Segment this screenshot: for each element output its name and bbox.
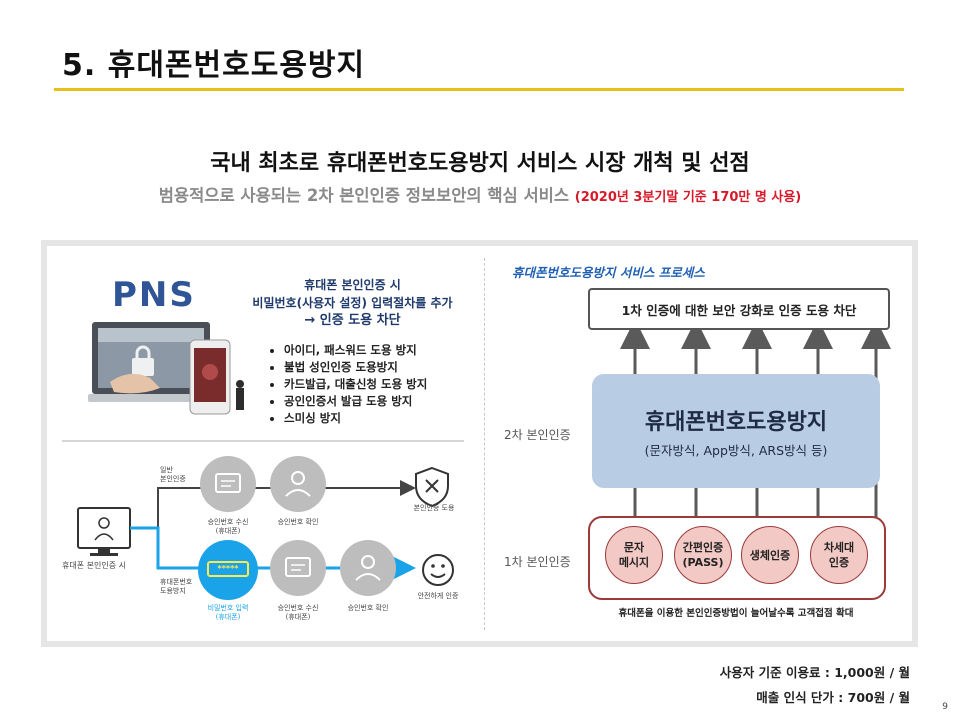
list-item: 불법 성인인증 도용방지 bbox=[284, 359, 427, 376]
process-footer: 휴대폰을 이용한 본인인증방법이 늘어날수록 고객접점 확대 bbox=[618, 608, 854, 619]
caption-line: 비밀번호 입력 bbox=[207, 604, 249, 612]
caption-line: 승인번호 수신 bbox=[207, 518, 249, 526]
laptop-base bbox=[88, 394, 218, 402]
method-line1: 간편인증 bbox=[682, 541, 724, 554]
second-auth-label: 2차 본인인증 bbox=[504, 428, 571, 442]
caption-line: (휴대폰) bbox=[285, 613, 311, 621]
service-box: 휴대폰번호도용방지 (문자방식, App방식, ARS방식 등) bbox=[592, 374, 880, 488]
monitor-icon bbox=[77, 507, 131, 556]
top-goal-box: 1차 인증에 대한 보안 강화로 인증 도용 차단 bbox=[588, 288, 890, 330]
sms-icon bbox=[270, 540, 326, 596]
section-divider bbox=[62, 440, 464, 442]
sms-icon bbox=[200, 456, 256, 512]
top-result-caption: 본인인증 도용 bbox=[413, 504, 455, 512]
top-goal-text: 1차 인증에 대한 보안 강화로 인증 도용 차단 bbox=[621, 302, 857, 318]
method-line1: 생체인증 bbox=[749, 548, 791, 562]
subline: 범용적으로 사용되는 2차 본인인증 정보보안의 핵심 서비스 (2020년 3… bbox=[0, 182, 960, 206]
branch-bottom-label: 휴대폰번호 도용방지 bbox=[160, 578, 192, 596]
slide-title: 5. 휴대폰번호도용방지 bbox=[62, 48, 366, 83]
page-number: 9 bbox=[942, 702, 948, 712]
bottom-step3-caption: 승인번호 확인 bbox=[347, 604, 389, 612]
branch-bottom-line2: 도용방지 bbox=[160, 587, 186, 595]
bottom-connector bbox=[130, 526, 200, 570]
list-item: 아이디, 패스워드 도용 방지 bbox=[284, 342, 427, 359]
method-line2: 메시지 bbox=[618, 556, 650, 569]
process-title: 휴대폰번호도용방지 서비스 프로세스 bbox=[512, 265, 705, 280]
hand bbox=[110, 373, 160, 394]
method-biometric: 생체인증 bbox=[741, 526, 799, 584]
lock-icon bbox=[132, 358, 154, 376]
service-box-subtitle: (문자방식, App방식, ARS방식 등) bbox=[644, 443, 828, 458]
first-auth-label: 1차 본인인증 bbox=[504, 555, 571, 569]
callout-line1: 휴대폰 본인인증 시 bbox=[304, 278, 401, 292]
list-item: 공인인증서 발급 도용 방지 bbox=[284, 393, 427, 410]
device-illustration bbox=[88, 322, 244, 415]
panel-divider bbox=[484, 258, 485, 630]
pricing-unit-revenue: 매출 인식 단가 : 700원 / 월 bbox=[756, 690, 910, 705]
method-next-gen: 차세대 인증 bbox=[810, 526, 868, 584]
bottom-step2-caption: 승인번호 수신 (휴대폰) bbox=[266, 604, 330, 622]
pns-logo: PNS bbox=[112, 275, 196, 315]
smile-icon bbox=[422, 554, 454, 586]
bottom-result-caption: 안전하게 인증 bbox=[417, 592, 459, 600]
bottom-step1-caption: 비밀번호 입력 (휴대폰) bbox=[196, 604, 260, 622]
top-connector bbox=[130, 487, 200, 529]
pricing-user-fee: 사용자 기준 이용료 : 1,000원 / 월 bbox=[719, 665, 910, 680]
caption-line: 승인번호 수신 bbox=[277, 604, 319, 612]
top-step2-caption: 승인번호 확인 bbox=[277, 518, 319, 526]
branch-top-line1: 일반 bbox=[160, 466, 173, 474]
title-underline bbox=[54, 88, 904, 91]
method-line2: 인증 bbox=[828, 556, 850, 569]
callout-line2: 비밀번호(사용자 설정) 입력절차를 추가 bbox=[252, 296, 453, 310]
feature-list: 아이디, 패스워드 도용 방지 불법 성인인증 도용방지 카드발급, 대출신청 … bbox=[270, 342, 427, 427]
method-line2: (PASS) bbox=[682, 556, 724, 569]
caption-line: (휴대폰) bbox=[215, 527, 241, 535]
headline: 국내 최초로 휴대폰번호도용방지 서비스 시장 개척 및 선점 bbox=[210, 151, 750, 176]
flow-start-label: 휴대폰 본인인증 시 bbox=[62, 561, 126, 570]
password-icon bbox=[198, 540, 258, 600]
list-item: 카드발급, 대출신청 도용 방지 bbox=[284, 376, 427, 393]
callout-line3: → 인증 도용 차단 bbox=[304, 313, 401, 328]
person-figure bbox=[236, 388, 244, 410]
method-line1: 문자 bbox=[623, 541, 645, 554]
method-line1: 차세대 bbox=[823, 541, 855, 554]
branch-top-line2: 본인인증 bbox=[160, 475, 186, 483]
list-item: 스미싱 방지 bbox=[284, 410, 427, 427]
branch-bottom-line1: 휴대폰번호 bbox=[160, 578, 193, 586]
top-step1-caption: 승인번호 수신 (휴대폰) bbox=[196, 518, 260, 536]
pricing-info: 사용자 기준 이용료 : 1,000원 / 월 매출 인식 단가 : 700원 … bbox=[720, 660, 910, 710]
password-mask: ***** bbox=[217, 564, 239, 573]
branch-top-label: 일반 본인인증 bbox=[160, 466, 186, 484]
method-sms: 문자 메시지 bbox=[605, 526, 663, 584]
method-simple-auth: 간편인증 (PASS) bbox=[674, 526, 732, 584]
subline-text: 범용적으로 사용되는 2차 본인인증 정보보안의 핵심 서비스 bbox=[158, 186, 570, 205]
subline-note: (2020년 3분기말 기준 170만 명 사용) bbox=[574, 190, 802, 205]
callout: 휴대폰 본인인증 시 비밀번호(사용자 설정) 입력절차를 추가 → 인증 도용… bbox=[240, 276, 465, 330]
service-box-title: 휴대폰번호도용방지 bbox=[644, 410, 828, 435]
auth-flow-diagram bbox=[77, 456, 454, 600]
caption-line: (휴대폰) bbox=[215, 613, 241, 621]
